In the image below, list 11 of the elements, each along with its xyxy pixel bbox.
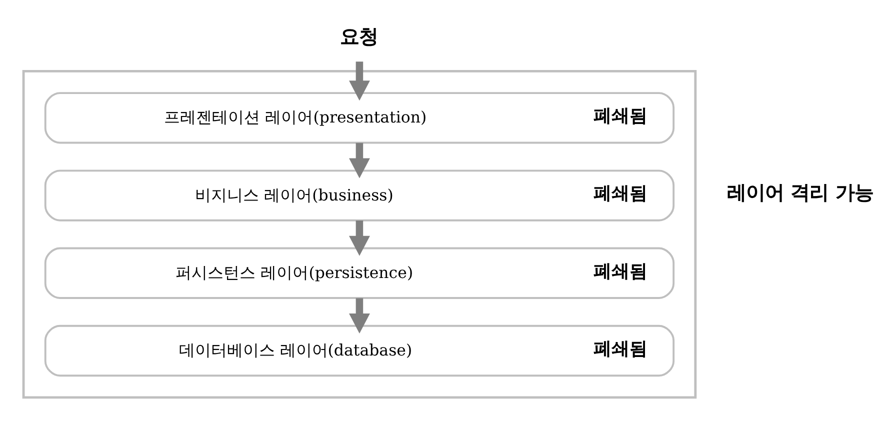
node-text: 요청 <box>340 24 378 48</box>
node-box: 퍼시스턴스 레이어(persistence) 폐쇄됨 <box>44 246 675 298</box>
cluster <box>22 70 697 398</box>
arrow <box>349 142 370 178</box>
node-box: 비지니스 레이어(business) 폐쇄됨 <box>44 169 675 221</box>
arrow <box>349 220 370 256</box>
node-label: 레이어 격리 가능 <box>726 180 874 204</box>
arrow <box>349 61 370 100</box>
node-box: 데이터베이스 레이어(database) 폐쇄됨 <box>44 324 675 376</box>
node-box: 프레젠테이션 레이어(presentation) 폐쇄됨 <box>44 92 675 144</box>
arrow <box>349 298 370 333</box>
